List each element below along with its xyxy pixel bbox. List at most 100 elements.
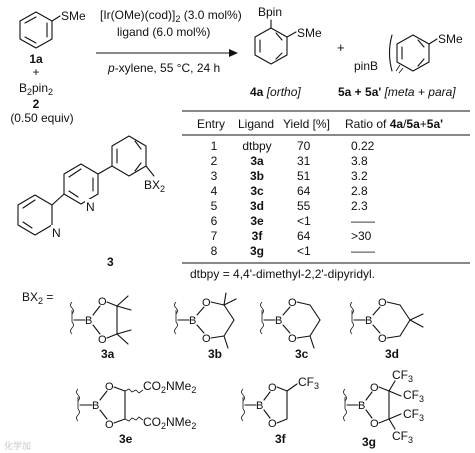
boron-group-label-3b: 3b <box>208 347 222 361</box>
ortho-thio-group: SMe <box>297 26 322 40</box>
table-cell-entry: 1 <box>211 139 218 153</box>
table-header-ratio: Ratio of 4a/5a+5a' <box>345 117 443 131</box>
table-cell-ratio: 3.8 <box>351 154 368 168</box>
boron-atom: B <box>358 400 365 412</box>
oxygen-atom: O <box>370 382 379 394</box>
plus-sign-products: + <box>337 40 345 55</box>
table-cell-ratio: —— <box>351 214 375 228</box>
oxygen-atom: O <box>98 296 107 308</box>
cf3-group: CF3 <box>392 368 413 384</box>
table-header-entry: Entry <box>197 117 225 131</box>
table-cell-yield: 64 <box>297 229 311 243</box>
cf3-group: CF3 <box>403 407 424 423</box>
table-cell-entry: 3 <box>211 169 218 183</box>
left-pyridine-nitrogen: N <box>52 226 61 240</box>
table-cell-yield: 64 <box>297 184 311 198</box>
cf3-group: CF3 <box>403 388 424 404</box>
bx2-equals-label: BX2 = <box>22 290 53 306</box>
reaction-arrowhead <box>229 49 238 57</box>
table-cell-yield: 51 <box>297 169 311 183</box>
table-cell-ratio: —— <box>351 244 375 258</box>
boron-group-3e: B O O CO2NMe2 CO2NMe2 <box>76 379 196 431</box>
cf3-group: CF3 <box>298 375 319 391</box>
meta-para-boron-group: pinB <box>354 59 378 73</box>
boron-group-3g: B O O CF3 CF3 CF3 CF3 <box>343 368 424 445</box>
boron-group-label-3d: 3d <box>385 347 399 361</box>
cf3-group: CF3 <box>392 429 413 445</box>
boron-group-label-3e: 3e <box>119 432 133 446</box>
table-cell-yield: 70 <box>297 139 311 153</box>
oxygen-atom: O <box>378 297 387 309</box>
boron-group-3d: B O O <box>350 297 424 345</box>
table-cell-ligand: 3e <box>250 214 264 228</box>
oxygen-atom: O <box>378 333 387 345</box>
amide-group-top: CO2NMe2 <box>143 379 196 395</box>
table-cell-ratio: 2.8 <box>351 184 368 198</box>
boron-group-3a: B O O <box>70 295 132 346</box>
table-cell-entry: 6 <box>211 214 218 228</box>
table-row: 6 3e <1 —— <box>211 214 375 228</box>
table-cell-ratio: >30 <box>351 229 372 243</box>
table-cell-ligand: 3g <box>250 244 264 258</box>
boron-group-label-3c: 3c <box>295 347 309 361</box>
table-cell-yield: <1 <box>297 214 311 228</box>
ligand-bx2-group: BX2 <box>144 178 165 194</box>
ligand-benzene-ring <box>111 135 147 177</box>
reagent-label: 2 <box>33 97 40 111</box>
boron-group-label-3g: 3g <box>362 435 376 449</box>
oxygen-atom: O <box>202 297 211 309</box>
reagent-formula: B2pin2 <box>19 81 53 97</box>
oxygen-atom: O <box>268 382 277 394</box>
table-cell-entry: 5 <box>211 199 218 213</box>
attachment-wavy-bond <box>70 301 74 335</box>
oxygen-atom: O <box>370 418 379 430</box>
table-cell-yield: 55 <box>297 199 311 213</box>
table-cell-entry: 4 <box>211 184 218 198</box>
boron-atom: B <box>189 315 196 327</box>
table-cell-yield: 31 <box>297 154 311 168</box>
table-header-ligand: Ligand <box>238 117 274 131</box>
table-cell-entry: 2 <box>211 154 218 168</box>
ortho-product-structure: Bpin SMe <box>254 5 322 65</box>
table-row: 2 3a 31 3.8 <box>211 154 368 168</box>
table-cell-ligand: 3b <box>250 169 264 183</box>
boron-group-label-3f: 3f <box>275 432 287 446</box>
boron-group-3b: B O O <box>174 292 237 349</box>
oxygen-atom: O <box>105 419 114 431</box>
results-table: Entry Ligand Yield [%] Ratio of 4a/5a+5a… <box>182 110 470 281</box>
table-header-yield: Yield [%] <box>283 117 330 131</box>
table-cell-ligand: 3c <box>250 184 264 198</box>
meta-para-caption: 5a + 5a' [meta + para] <box>338 85 456 99</box>
catalyst-text: [Ir(OMe)(cod)]2 (3.0 mol%) <box>100 8 242 24</box>
ligand-left-pyridine <box>17 194 53 236</box>
boron-group-label-3a: 3a <box>101 347 115 361</box>
boron-group-3c: B O O <box>260 297 321 349</box>
watermark-text: 化学加 <box>4 440 31 451</box>
boron-atom: B <box>85 315 92 327</box>
meta-para-product-structure: pinB SMe <box>354 32 463 74</box>
table-cell-ratio: 2.3 <box>351 199 368 213</box>
oxygen-atom: O <box>288 333 297 345</box>
oxygen-atom: O <box>202 333 211 345</box>
plus-sign: + <box>32 65 39 79</box>
table-cell-ligand: 3a <box>250 154 264 168</box>
table-cell-yield: <1 <box>297 244 311 258</box>
table-cell-entry: 8 <box>211 244 218 258</box>
amide-group-bottom: CO2NMe2 <box>143 415 196 431</box>
boron-atom: B <box>365 315 372 327</box>
table-cell-ligand: dtbpy <box>242 139 271 153</box>
conditions-text: p-xylene, 55 °C, 24 h <box>107 61 220 75</box>
ligand-3-structure: BX2 N N <box>17 135 165 240</box>
left-bracket <box>388 34 393 72</box>
table-row: 8 3g <1 —— <box>211 244 375 258</box>
boron-group-3f: B O O CF3 <box>241 375 319 430</box>
table-cell-ligand: 3d <box>250 199 264 213</box>
table-row: 4 3c 64 2.8 <box>211 184 368 198</box>
oxygen-atom: O <box>288 297 297 309</box>
